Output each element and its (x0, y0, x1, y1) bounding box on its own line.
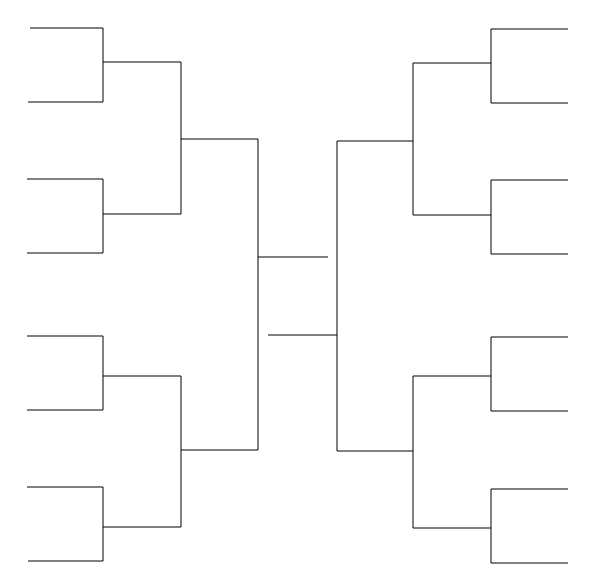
left-bracket-side (27, 27, 328, 562)
right-bracket-side (268, 28, 568, 564)
